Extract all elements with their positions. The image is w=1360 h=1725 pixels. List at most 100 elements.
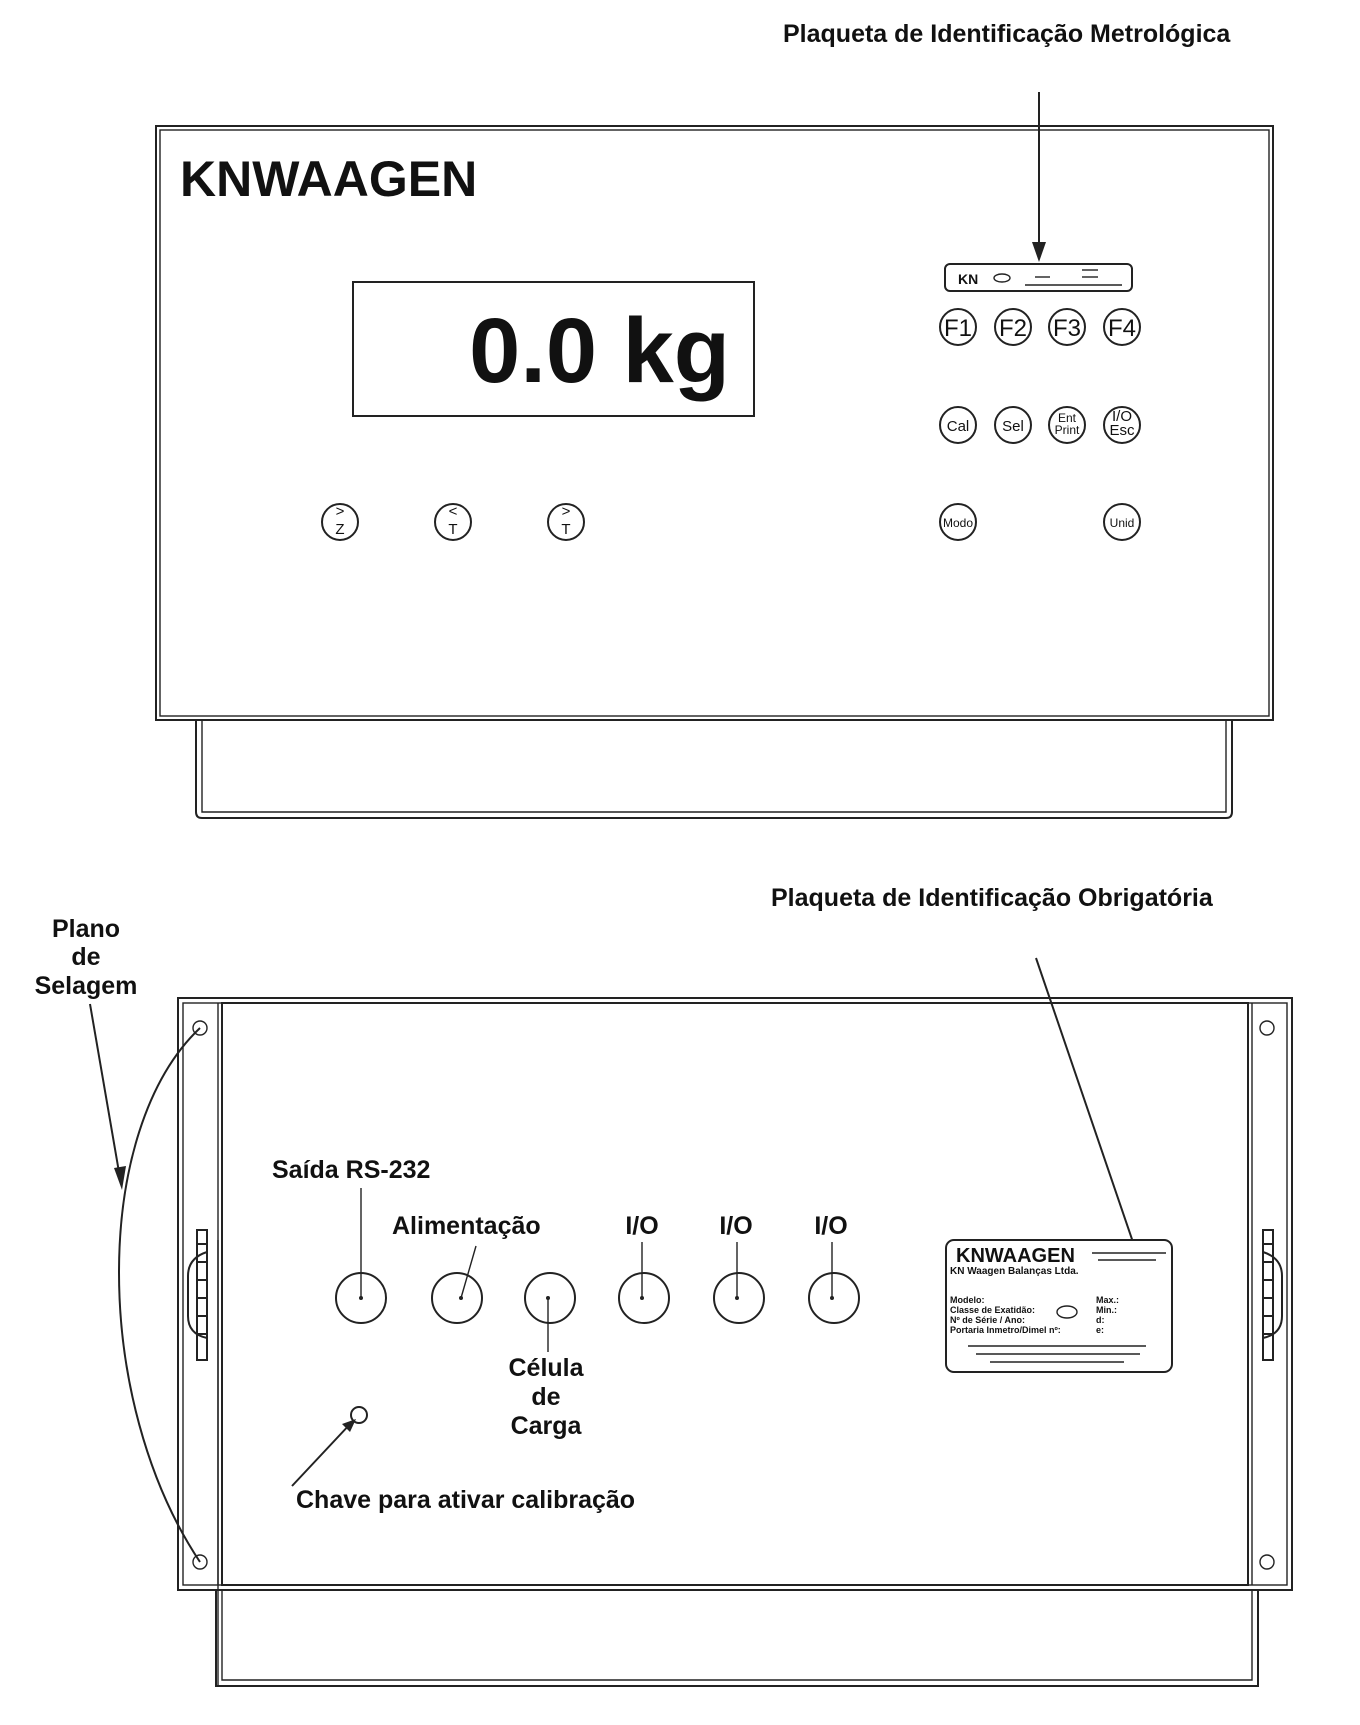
key-f1-label: F1 bbox=[944, 315, 972, 342]
key-sel[interactable]: Sel bbox=[994, 406, 1032, 444]
key-cal[interactable]: Cal bbox=[939, 406, 977, 444]
io1-label: I/O bbox=[625, 1212, 658, 1240]
mandatory-plate-company: KN Waagen Balanças Ltda. bbox=[950, 1266, 1079, 1277]
key-zero-label: Z bbox=[335, 521, 344, 538]
tare-zero-keys: > Z < T > T bbox=[321, 503, 585, 541]
key-f3-label: F3 bbox=[1053, 315, 1081, 342]
function-keys-row: F1 F2 F3 F4 bbox=[939, 308, 1141, 346]
seal-label-line-3: Selagem bbox=[35, 972, 138, 1000]
seal-plane-leader bbox=[89, 1003, 121, 1179]
plate-field-ordinance: Portaria Inmetro/Dimel nº: bbox=[950, 1325, 1061, 1335]
key-tare-up-label: T bbox=[561, 521, 570, 538]
seal-label-line-2: de bbox=[71, 943, 100, 971]
control-keys-row: Cal Sel Ent Print I/O Esc bbox=[939, 406, 1141, 444]
calibration-key-label: Chave para ativar calibração bbox=[296, 1486, 635, 1514]
load-cell-label-line-3: Carga bbox=[511, 1412, 583, 1440]
plate-field-max: Max.: bbox=[1096, 1295, 1119, 1305]
key-zero[interactable]: > Z bbox=[321, 503, 359, 541]
calibration-key-leader bbox=[291, 1421, 353, 1487]
load-cell-label-line-1: Célula bbox=[508, 1354, 584, 1382]
key-esc-label: Esc bbox=[1109, 422, 1135, 439]
io3-connector[interactable] bbox=[808, 1242, 860, 1324]
key-tare-down-symbol: < bbox=[449, 503, 458, 520]
rs232-connector[interactable] bbox=[335, 1188, 387, 1324]
mandatory-plate-label: Plaqueta de Identificação Obrigatória bbox=[771, 884, 1214, 912]
calibration-key[interactable] bbox=[350, 1406, 368, 1424]
screw-bottom-left bbox=[192, 1554, 208, 1570]
seal-label-line-1: Plano bbox=[52, 915, 120, 943]
metrological-plate-label: Plaqueta de Identificação Metrológica bbox=[783, 20, 1231, 48]
load-cell-connector[interactable] bbox=[524, 1272, 576, 1352]
front-housing bbox=[155, 125, 1274, 721]
io1-connector[interactable] bbox=[618, 1242, 670, 1324]
power-label: Alimentação bbox=[392, 1212, 541, 1240]
key-unit[interactable]: Unid bbox=[1103, 503, 1141, 541]
mandatory-plate-brand: KNWAAGEN bbox=[956, 1245, 1075, 1267]
key-f2-label: F2 bbox=[999, 315, 1027, 342]
front-stand bbox=[195, 720, 1233, 819]
rs232-label: Saída RS-232 bbox=[272, 1156, 430, 1184]
seal-plane-label: Plano de Selagem bbox=[35, 915, 138, 1000]
accuracy-class-icon bbox=[993, 273, 1011, 283]
back-housing bbox=[177, 997, 1293, 1591]
left-handle bbox=[187, 1229, 208, 1361]
screw-top-right bbox=[1259, 1020, 1275, 1036]
key-f3[interactable]: F3 bbox=[1048, 308, 1086, 346]
front-brand-logo: KNWAAGEN bbox=[180, 151, 477, 207]
key-mode[interactable]: Modo bbox=[939, 503, 977, 541]
key-tare-down[interactable]: < T bbox=[434, 503, 472, 541]
back-panel bbox=[221, 1002, 1249, 1586]
key-f4[interactable]: F4 bbox=[1103, 308, 1141, 346]
plate-field-serial: Nº de Série / Ano: bbox=[950, 1315, 1025, 1325]
weight-display-value: 0.0 kg bbox=[469, 300, 730, 402]
key-unit-label: Unid bbox=[1110, 516, 1135, 530]
key-cal-label: Cal bbox=[947, 418, 970, 435]
plate-field-class: Classe de Exatidão: bbox=[950, 1305, 1035, 1315]
back-stand bbox=[215, 1590, 1259, 1687]
accuracy-class-icon bbox=[1056, 1305, 1078, 1319]
arrow-head-icon bbox=[1032, 242, 1046, 262]
key-enter-label: Ent bbox=[1058, 411, 1077, 425]
front-housing-inner bbox=[159, 129, 1270, 717]
plate-field-e: e: bbox=[1096, 1325, 1104, 1335]
key-tare-down-label: T bbox=[448, 521, 457, 538]
right-handle bbox=[1262, 1229, 1283, 1361]
key-mode-label: Modo bbox=[943, 516, 973, 530]
mandatory-plate: KNWAAGEN KN Waagen Balanças Ltda. Modelo… bbox=[945, 1239, 1173, 1373]
key-sel-label: Sel bbox=[1002, 418, 1024, 435]
back-stand-inner bbox=[221, 1590, 1253, 1681]
key-zero-symbol: > bbox=[336, 503, 345, 520]
seal-wire bbox=[118, 1027, 201, 1563]
front-view: Plaqueta de Identificação Metrológica KN… bbox=[155, 20, 1274, 819]
io2-label: I/O bbox=[719, 1212, 752, 1240]
weight-display bbox=[352, 281, 755, 417]
key-tare-up-symbol: > bbox=[562, 503, 571, 520]
plate-field-min: Min.: bbox=[1096, 1305, 1117, 1315]
metrological-plate-logo: KN bbox=[958, 271, 978, 287]
plate-fine-print bbox=[1025, 269, 1122, 286]
back-view: Plaqueta de Identificação Obrigatória Pl… bbox=[35, 884, 1293, 1687]
plate-field-d: d: bbox=[1096, 1315, 1105, 1325]
arrow-head-icon bbox=[114, 1166, 126, 1190]
load-cell-label: Célula de Carga bbox=[508, 1354, 584, 1440]
key-print-label: Print bbox=[1055, 423, 1080, 437]
plate-field-model: Modelo: bbox=[950, 1295, 985, 1305]
arrow-head-icon bbox=[342, 1419, 356, 1432]
load-cell-label-line-2: de bbox=[531, 1383, 560, 1411]
power-connector[interactable] bbox=[431, 1245, 483, 1324]
front-stand-inner bbox=[201, 720, 1227, 813]
key-f1[interactable]: F1 bbox=[939, 308, 977, 346]
screw-bottom-right bbox=[1259, 1554, 1275, 1570]
mandatory-plate-leader bbox=[1035, 957, 1151, 1293]
key-enter-print[interactable]: Ent Print bbox=[1048, 406, 1086, 444]
screws bbox=[192, 1020, 1275, 1570]
io2-connector[interactable] bbox=[713, 1242, 765, 1324]
key-io-label: I/O bbox=[1112, 408, 1132, 425]
key-f2[interactable]: F2 bbox=[994, 308, 1032, 346]
key-f4-label: F4 bbox=[1108, 315, 1136, 342]
key-tare-up[interactable]: > T bbox=[547, 503, 585, 541]
screw-top-left bbox=[192, 1020, 208, 1036]
key-io-esc[interactable]: I/O Esc bbox=[1103, 406, 1141, 444]
io3-label: I/O bbox=[814, 1212, 847, 1240]
